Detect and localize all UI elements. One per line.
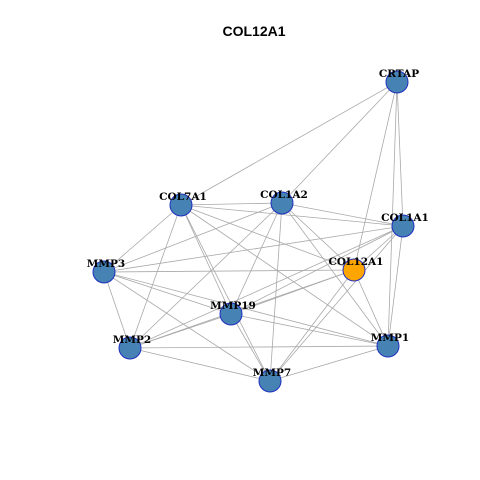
edge-mmp1-mmp7	[269, 345, 389, 382]
edge-crtap-col7a1	[180, 81, 398, 206]
node-label-mmp2: MMP2	[113, 334, 151, 346]
edge-col7a1-col1a2	[180, 202, 283, 206]
edge-col7a1-col1a1	[180, 204, 404, 227]
node-col1a2	[270, 191, 294, 215]
node-col12a1	[342, 258, 366, 282]
node-label-mmp19: MMP19	[210, 300, 256, 312]
edge-mmp3-mmp2	[103, 271, 131, 349]
edge-col7a1-col12a1	[180, 204, 355, 271]
edge-col1a1-mmp7	[269, 225, 404, 382]
edge-mmp3-mmp19	[103, 271, 232, 315]
edge-col7a1-mmp2	[129, 204, 182, 349]
edge-col7a1-mmp19	[180, 204, 232, 315]
edge-col1a2-mmp1	[281, 202, 389, 347]
node-label-col12a1: COL12A1	[329, 256, 384, 268]
edge-crtap-col1a1	[396, 81, 404, 227]
edge-crtap-col1a2	[281, 81, 398, 204]
edge-col1a2-mmp2	[129, 202, 283, 349]
edge-col7a1-mmp3	[103, 204, 182, 273]
edge-mmp3-col12a1	[103, 269, 355, 273]
edge-mmp19-mmp2	[129, 313, 232, 349]
edge-mmp2-mmp7	[129, 347, 271, 382]
node-label-col1a1: COL1A1	[381, 212, 429, 224]
node-crtap	[385, 70, 409, 94]
node-label-col7a1: COL7A1	[159, 191, 207, 203]
edge-col1a1-mmp2	[129, 225, 404, 349]
edge-col1a2-col1a1	[281, 202, 404, 227]
node-mmp2	[118, 336, 142, 360]
node-col7a1	[169, 193, 193, 217]
node-mmp7	[258, 369, 282, 393]
node-col1a1	[391, 214, 415, 238]
node-mmp3	[92, 260, 116, 284]
edge-col1a1-mmp3	[103, 225, 404, 273]
node-mmp19	[219, 302, 243, 326]
edge-col7a1-mmp7	[180, 204, 271, 382]
edge-col1a2-col12a1	[281, 202, 355, 271]
edge-mmp19-mmp1	[230, 313, 389, 347]
node-label-mmp7: MMP7	[253, 367, 291, 379]
edge-mmp2-mmp1	[129, 345, 389, 349]
edge-col1a2-mmp7	[269, 202, 283, 382]
edge-col1a2-mmp19	[230, 202, 283, 315]
node-label-mmp3: MMP3	[87, 258, 125, 270]
edge-mmp19-mmp7	[230, 313, 271, 382]
edge-mmp3-mmp7	[103, 271, 271, 382]
graph-title: COL12A1	[222, 23, 285, 39]
edge-col1a1-mmp1	[387, 225, 404, 347]
edges-layer	[103, 81, 404, 382]
edge-col12a1-mmp1	[353, 269, 389, 347]
edge-col12a1-mmp7	[269, 269, 355, 382]
node-mmp1	[376, 334, 400, 358]
node-label-col1a2: COL1A2	[260, 189, 308, 201]
nodes-layer	[92, 70, 415, 393]
node-label-crtap: CRTAP	[379, 68, 419, 80]
edge-crtap-mmp1	[387, 81, 398, 347]
edge-crtap-col12a1	[353, 81, 398, 271]
edge-col12a1-mmp2	[129, 269, 355, 349]
edge-col1a2-mmp3	[103, 202, 283, 273]
node-label-mmp1: MMP1	[371, 332, 409, 344]
